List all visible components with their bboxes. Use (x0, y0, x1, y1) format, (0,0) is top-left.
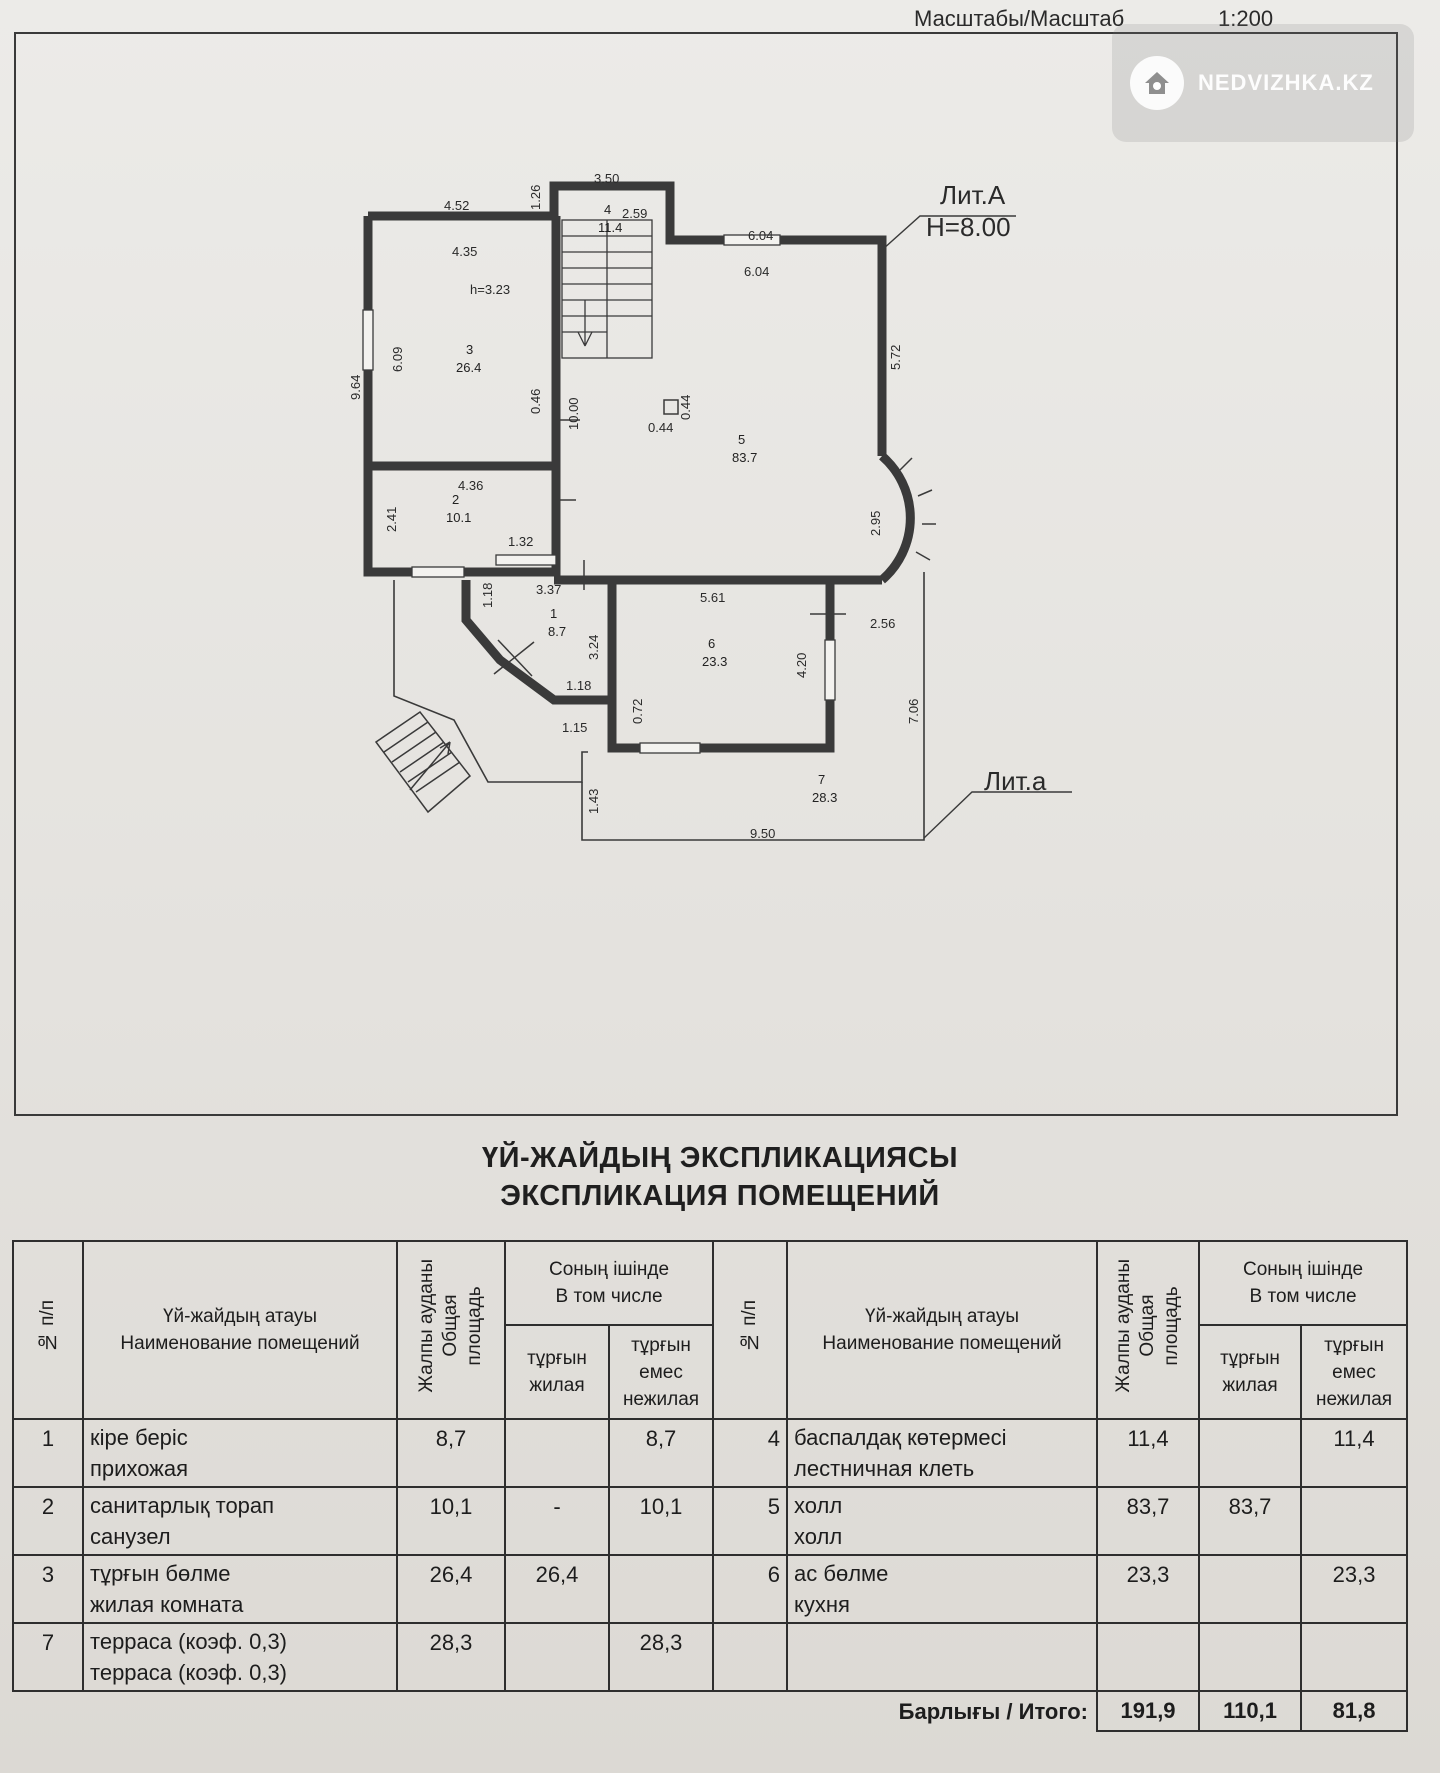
dim-609: 6.09 (390, 347, 405, 372)
bay-wall (879, 452, 915, 584)
dim-561: 5.61 (700, 590, 725, 605)
liter-terrace: Лит.а (984, 766, 1047, 796)
dim-241: 2.41 (384, 507, 399, 532)
dim-044a: 0.44 (678, 395, 693, 420)
dim-420: 4.20 (794, 653, 809, 678)
dim-350: 3.50 (594, 171, 619, 186)
dim-118b: 1.18 (566, 678, 591, 693)
scale-value: 1:200 (1218, 6, 1274, 31)
room-6-number: 6 (708, 636, 715, 651)
title-kz: ҮЙ-ЖАЙДЫҢ ЭКСПЛИКАЦИЯСЫ (482, 1142, 958, 1174)
totals-area: 191,9 (1096, 1690, 1201, 1732)
dim-604b: 6.04 (744, 264, 769, 279)
floor-plan: 4.52 1.26 3.50 2.59 6.04 6.04 4.35 h=3.2… (348, 171, 1072, 841)
room-3-area: 26.4 (456, 360, 481, 375)
dim-132: 1.32 (508, 534, 533, 549)
dim-706: 7.06 (906, 699, 921, 724)
room-5-number: 5 (738, 432, 745, 447)
dim-604a: 6.04 (748, 228, 773, 243)
terrace-outline (393, 572, 925, 841)
title-ru: ЭКСПЛИКАЦИЯ ПОМЕЩЕНИЙ (500, 1180, 940, 1212)
entry-right-wall (554, 575, 617, 700)
totals-row: Барлығы / Итого: 191,9 110,1 81,8 (13, 1690, 1409, 1732)
dim-1000: 10.00 (566, 397, 581, 430)
entry-steps (374, 710, 472, 814)
room-7-area: 28.3 (812, 790, 837, 805)
room-1-area: 8.7 (548, 624, 566, 639)
dim-h323: h=3.23 (470, 282, 510, 297)
entry-walls (461, 580, 612, 705)
dim-044b: 0.44 (648, 420, 673, 435)
dim-964: 9.64 (348, 375, 363, 400)
watermark: NEDVIZHKA.KZ (1112, 24, 1414, 142)
table-row: 7 терраса (коэф. 0,3)терраса (коэф. 0,3)… (12, 1622, 1409, 1692)
room-3-number: 3 (466, 342, 473, 357)
totals-res: 110,1 (1198, 1690, 1303, 1732)
room-4-number: 4 (604, 202, 611, 217)
dim-072: 0.72 (630, 699, 645, 724)
room-6-area: 23.3 (702, 654, 727, 669)
dim-046: 0.46 (528, 389, 543, 414)
room-2-area: 10.1 (446, 510, 471, 525)
header-no-right: № п/п (712, 1240, 789, 1420)
totals-label: Барлығы / Итого: (898, 1698, 1089, 1724)
dim-337: 3.37 (536, 582, 561, 597)
dim-435: 4.35 (452, 244, 477, 259)
plan-frame (14, 32, 1398, 1116)
room-1-number: 1 (550, 606, 557, 621)
dim-324: 3.24 (586, 635, 601, 660)
house-logo-icon (1130, 56, 1184, 110)
dim-118a: 1.18 (480, 583, 495, 608)
dim-295: 2.95 (868, 511, 883, 536)
header-no: № п/п (12, 1240, 84, 1420)
dim-143: 1.43 (586, 789, 601, 814)
dim-572: 5.72 (888, 345, 903, 370)
stairs (561, 219, 653, 359)
room-5-area: 83.7 (732, 450, 757, 465)
dim-126: 1.26 (528, 185, 543, 210)
outer-wall-top (368, 181, 887, 456)
totals-nonres: 81,8 (1300, 1690, 1409, 1732)
dim-950: 9.50 (750, 826, 775, 841)
dim-256: 2.56 (870, 616, 895, 631)
scale-label: Масштабы/Масштаб (914, 6, 1125, 31)
dim-115: 1.15 (562, 720, 587, 735)
dim-436: 4.36 (458, 478, 483, 493)
watermark-text: NEDVIZHKA.KZ (1198, 70, 1374, 95)
dim-259: 2.59 (622, 206, 647, 221)
room-2-number: 2 (452, 492, 459, 507)
height-label: Н=8.00 (926, 212, 1011, 242)
dim-452: 4.52 (444, 198, 469, 213)
room-7-number: 7 (818, 772, 825, 787)
room-4-area: 11.4 (598, 220, 622, 235)
liter-main: Лит.А (940, 180, 1006, 210)
